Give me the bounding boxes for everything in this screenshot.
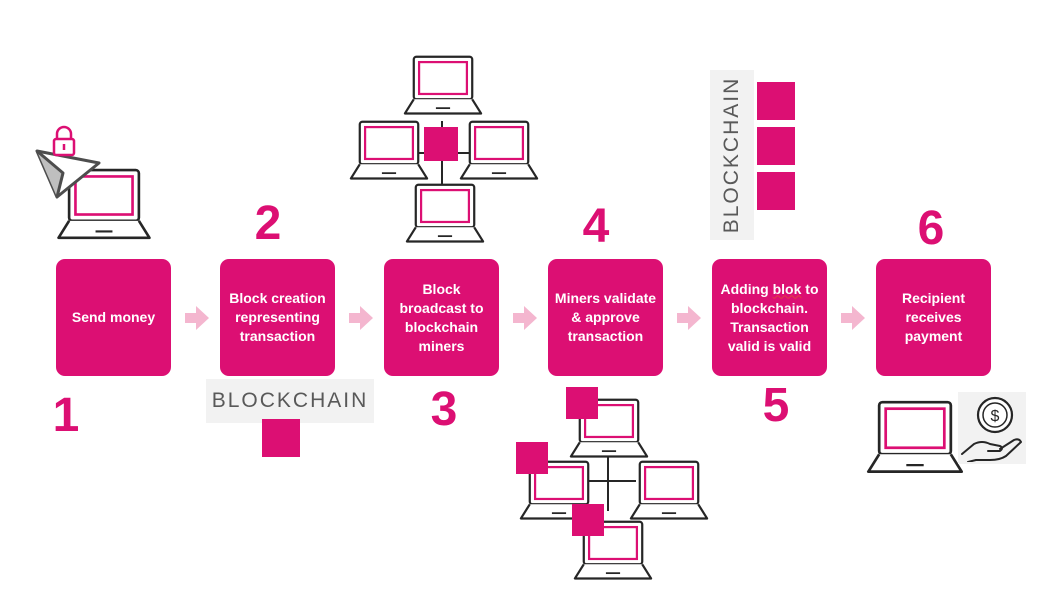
step-4-label: Miners validate & approve transaction (554, 290, 657, 344)
laptop-icon (398, 55, 488, 117)
block-square (424, 127, 458, 161)
step-1-box: Send money (56, 259, 171, 376)
laptop-icon (865, 400, 965, 476)
block-square (757, 82, 795, 120)
block-square (516, 442, 548, 474)
laptop-icon (400, 183, 490, 245)
step-2-box: Block creation representing transaction (220, 259, 335, 376)
dollar-coin-icon: $ (976, 396, 1014, 434)
step-5-box: Adding blok to blockchain. Transaction v… (712, 259, 827, 376)
lock-icon (52, 125, 76, 157)
step-5-number: 5 (762, 379, 790, 432)
step-6-label: Recipient receives payment (901, 290, 965, 344)
step-1-number: 1 (52, 389, 80, 442)
block-square (757, 127, 795, 165)
step-5-label: Adding blok to blockchain. Transaction v… (720, 280, 819, 354)
block-square (572, 504, 604, 536)
block-square (566, 387, 598, 419)
block-square (262, 419, 300, 457)
step-3-label: Block broadcast to blockchain miners (399, 280, 484, 354)
step-4-box: Miners validate & approve transaction (548, 259, 663, 376)
arrow-5-icon (841, 306, 865, 330)
block-square (757, 172, 795, 210)
svg-text:$: $ (991, 408, 1000, 425)
laptop-icon (344, 120, 434, 182)
step-1-label: Send money (71, 309, 156, 325)
blockchain-logo: BLOCKCHAIN (710, 70, 754, 240)
blockchain-logo-text: BLOCKCHAIN (720, 76, 743, 234)
step-6-number: 6 (917, 202, 945, 255)
send-arrow-icon (35, 149, 101, 199)
step-6-box: Recipient receives payment (876, 259, 991, 376)
arrow-3-icon (513, 306, 537, 330)
step-4-number: 4 (582, 200, 610, 253)
laptop-icon (454, 120, 544, 182)
hand-icon (961, 438, 1022, 462)
blockchain-logo: BLOCKCHAIN (206, 379, 374, 423)
arrow-1-icon (185, 306, 209, 330)
step-2-label: Block creation representing transaction (229, 290, 326, 344)
arrow-2-icon (349, 306, 373, 330)
step-3-box: Block broadcast to blockchain miners (384, 259, 499, 376)
step-2-number: 2 (254, 197, 282, 250)
step-3-number: 3 (430, 383, 458, 436)
laptop-icon (624, 460, 714, 522)
blockchain-logo-text: BLOCKCHAIN (211, 389, 369, 412)
arrow-4-icon (677, 306, 701, 330)
